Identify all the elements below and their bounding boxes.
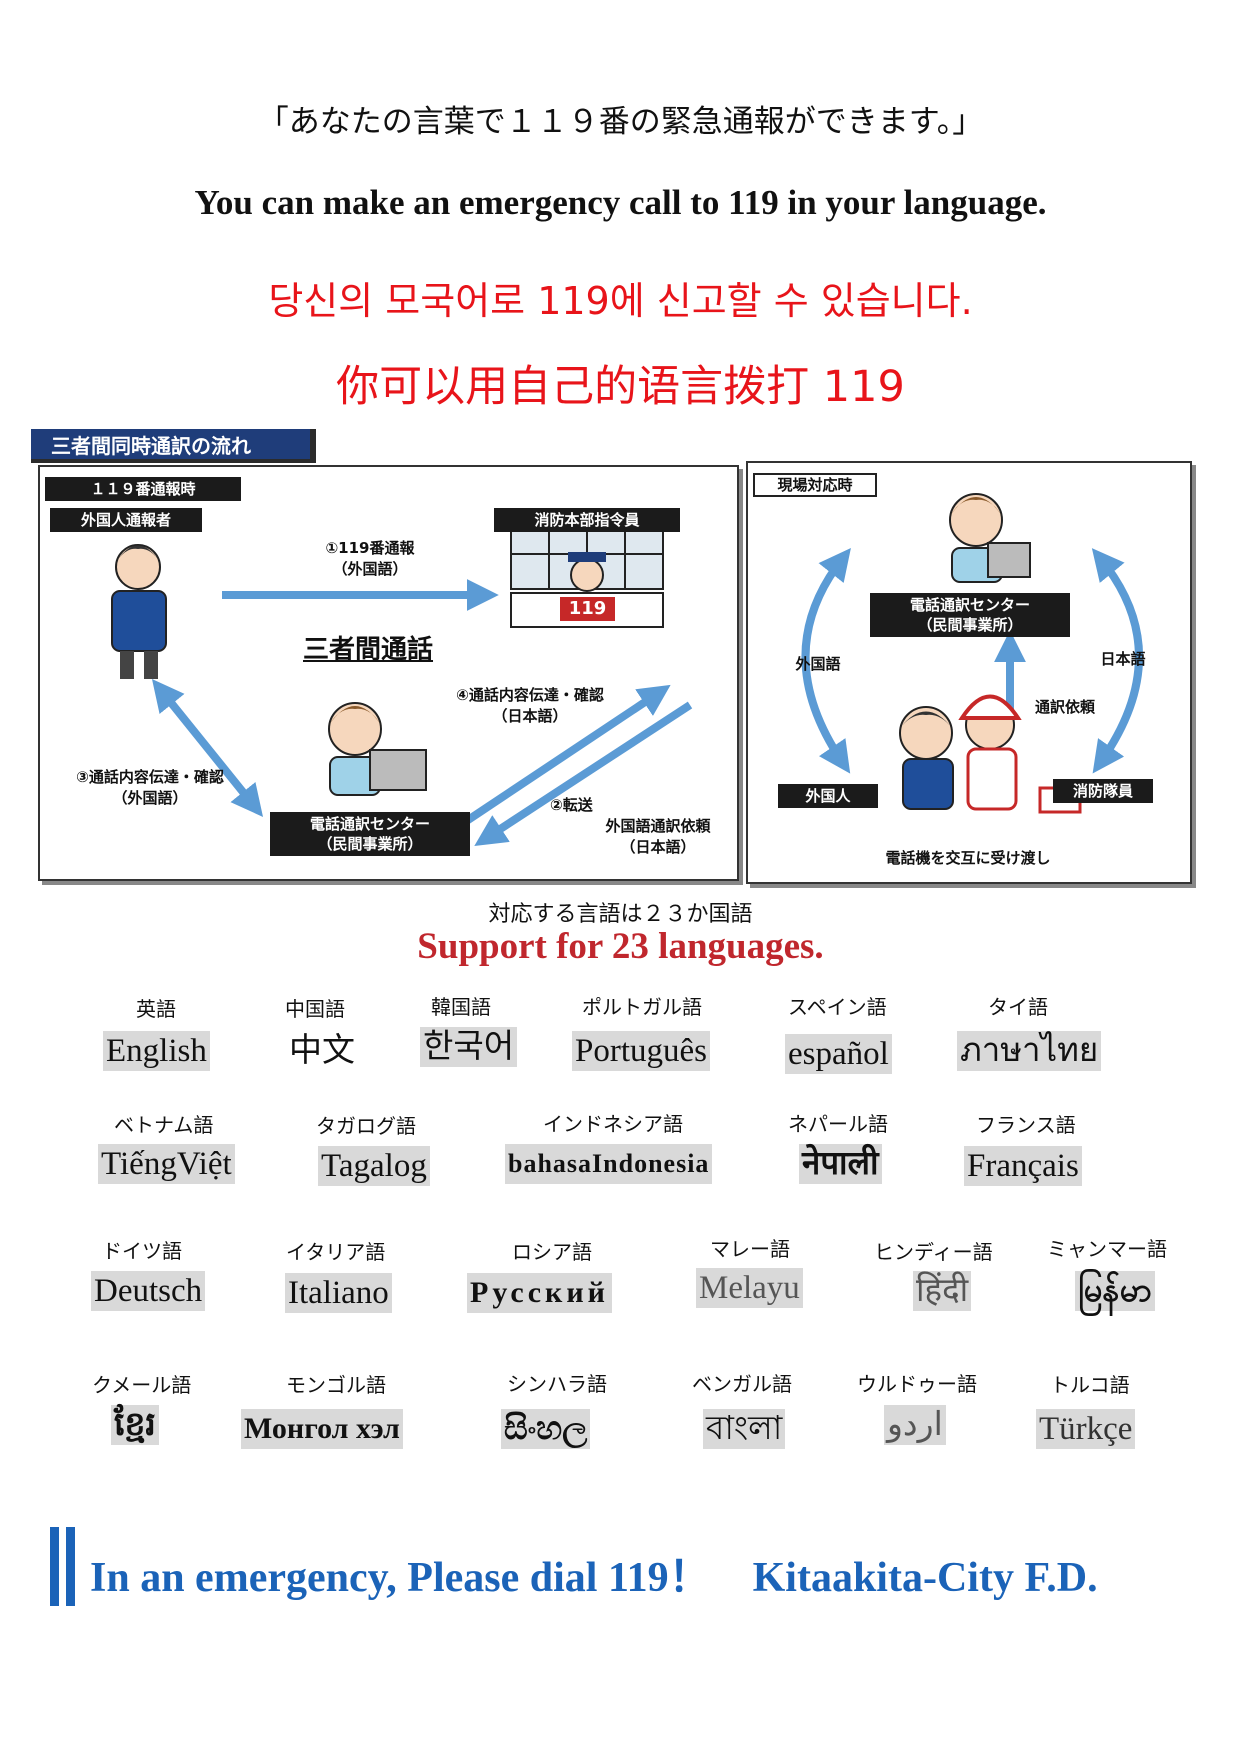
center-line1: 電話通訳センター — [309, 815, 430, 833]
center-line2: （民間事業所） — [317, 835, 423, 853]
diagram-panel-onsite: 現場対応時 電話通訳センター （民間事業所） 外国語 日本語 通訳依頼 外国人 … — [746, 461, 1192, 884]
interpreter-operator-illustration — [328, 702, 427, 796]
lang-ja-italian: イタリア語 — [286, 1240, 386, 1264]
label-119-call: １１９番通報時 — [45, 477, 241, 501]
lang-ja-bengali: ベンガル語 — [692, 1372, 792, 1396]
lang-native-german: Deutsch — [91, 1271, 206, 1311]
lang-native-english: English — [103, 1031, 210, 1071]
arrow-step2 — [474, 701, 693, 847]
interpreter-operator-illustration-onsite — [949, 493, 1031, 583]
lang-ja-tagalog: タガログ語 — [316, 1114, 416, 1138]
step1-line1: ①119番通報 — [325, 539, 415, 557]
lang-native-french: Français — [964, 1146, 1082, 1186]
lang-ja-mongolian: モンゴル語 — [286, 1373, 386, 1397]
lang-native-khmer: ខ្មែរ — [111, 1405, 159, 1445]
lang-native-turkish: Türkçe — [1036, 1409, 1136, 1449]
heading-japanese: 「あなたの言葉で１１９番の緊急通報ができます。」 — [257, 104, 984, 140]
lang-ja-russian: ロシア語 — [512, 1240, 592, 1264]
label-foreigner: 外国人 — [778, 784, 878, 808]
lang-ja-malay: マレー語 — [710, 1237, 790, 1261]
footer-accent-bar — [66, 1527, 75, 1606]
lang-native-malay: Melayu — [696, 1268, 803, 1308]
lang-ja-khmer: クメール語 — [92, 1373, 192, 1397]
sign-119: 119 — [568, 598, 607, 619]
label-firefighter: 消防隊員 — [1053, 779, 1153, 803]
label-dispatch: 消防本部指令員 — [494, 508, 680, 532]
label-foreign-caller: 外国人通報者 — [50, 508, 202, 532]
lang-native-russian: Русский — [467, 1273, 612, 1313]
label-japanese: 日本語 — [1100, 650, 1146, 668]
lang-native-bengali: বাংলা — [703, 1409, 786, 1449]
arrow-foreign-language — [801, 547, 851, 774]
lang-native-myanmar: မြန်မာ — [1075, 1271, 1155, 1311]
lang-ja-myanmar: ミャンマー語 — [1047, 1237, 1167, 1261]
lang-ja-hindi: ヒンディー語 — [874, 1240, 993, 1264]
label-handover: 電話機を交互に受け渡し — [885, 849, 1051, 867]
lang-native-vietnamese: TiếngViệt — [98, 1144, 235, 1184]
label-interpreter-center: 電話通訳センター （民間事業所） — [270, 812, 470, 856]
lang-ja-turkish: トルコ語 — [1050, 1373, 1130, 1397]
arrow-japanese — [1091, 548, 1143, 774]
lang-native-tagalog: Tagalog — [318, 1146, 430, 1186]
three-party-call: 三者間通話 — [303, 635, 434, 665]
arrow-step4 — [462, 684, 671, 826]
heading-korean: 당신의 모국어로 119에 신고할 수 있습니다. — [268, 279, 973, 323]
heading-chinese: 你可以用自己的语言拨打 119 — [336, 362, 905, 412]
center-line2-onsite: （民間事業所） — [917, 616, 1023, 634]
arrow-step3 — [151, 679, 264, 817]
lang-native-thai: ภาษาไทย — [957, 1031, 1102, 1071]
step3-line2: （外国語） — [112, 789, 188, 807]
step2-line3: （日本語） — [620, 838, 696, 856]
lang-ja-spanish: スペイン語 — [788, 995, 887, 1019]
lang-native-mongolian: Монгол хэл — [241, 1409, 403, 1449]
lang-ja-portuguese: ポルトガル語 — [582, 995, 702, 1019]
diagram-arrows — [111, 518, 693, 847]
diagram-panel-119-call: １１９番通報時 外国人通報者 消防本部指令員 ①119番通報 （外国語） 三者間… — [38, 465, 739, 881]
lang-ja-indonesian: インドネシア語 — [543, 1112, 683, 1136]
lang-native-chinese: 中文 — [289, 1033, 355, 1069]
support-english: Support for 23 languages. — [417, 926, 824, 967]
label-foreign-language: 外国語 — [795, 655, 841, 673]
foreign-caller-illustration — [111, 544, 167, 679]
lang-ja-french: フランス語 — [976, 1113, 1076, 1137]
lang-ja-german: ドイツ語 — [102, 1239, 182, 1263]
lang-native-italian: Italiano — [285, 1273, 392, 1313]
lang-ja-nepali: ネパール語 — [788, 1112, 888, 1136]
lang-ja-urdu: ウルドゥー語 — [857, 1372, 977, 1396]
diagram-title: 三者間同時通訳の流れ — [31, 429, 316, 463]
step2-line1: ②転送 — [550, 796, 593, 814]
step3-line1: ③通話内容伝達・確認 — [76, 768, 224, 786]
lang-ja-vietnamese: ベトナム語 — [114, 1113, 214, 1137]
heading-english: You can make an emergency call to 119 in… — [194, 183, 1047, 222]
lang-ja-thai: タイ語 — [988, 995, 1048, 1019]
label-interp-request: 通訳依頼 — [1034, 698, 1095, 716]
lang-native-korean: 한국어 — [420, 1027, 518, 1067]
label-onsite: 現場対応時 — [753, 473, 877, 497]
step4-line2: （日本語） — [492, 707, 568, 725]
lang-native-nepali: नेपाली — [799, 1144, 882, 1184]
lang-ja-chinese: 中国語 — [285, 997, 345, 1021]
lang-native-hindi: हिंदी — [913, 1271, 972, 1311]
step1-line2: （外国語） — [332, 560, 408, 578]
lang-ja-english: 英語 — [136, 997, 176, 1021]
lang-native-portuguese: Português — [572, 1031, 710, 1071]
lang-ja-korean: 韓国語 — [431, 995, 491, 1019]
lang-native-urdu: اردو — [884, 1405, 946, 1445]
lang-native-sinhala: සිංහල — [501, 1409, 591, 1449]
label-interpreter-center-onsite: 電話通訳センター （民間事業所） — [870, 593, 1070, 637]
step4-line1: ④通話内容伝達・確認 — [456, 686, 604, 704]
center-line1-onsite: 電話通訳センター — [909, 596, 1030, 614]
lang-ja-sinhala: シンハラ語 — [507, 1372, 607, 1396]
footer-accent-bar — [50, 1527, 59, 1606]
lang-native-indonesian: bahasaIndonesia — [505, 1144, 713, 1184]
lang-native-spanish: español — [785, 1034, 892, 1074]
footer-message: In an emergency, Please dial 119！ Kitaak… — [90, 1555, 1098, 1601]
step2-line2: 外国語通訳依頼 — [605, 817, 711, 835]
support-japanese: 対応する言語は２３か国語 — [488, 902, 753, 927]
